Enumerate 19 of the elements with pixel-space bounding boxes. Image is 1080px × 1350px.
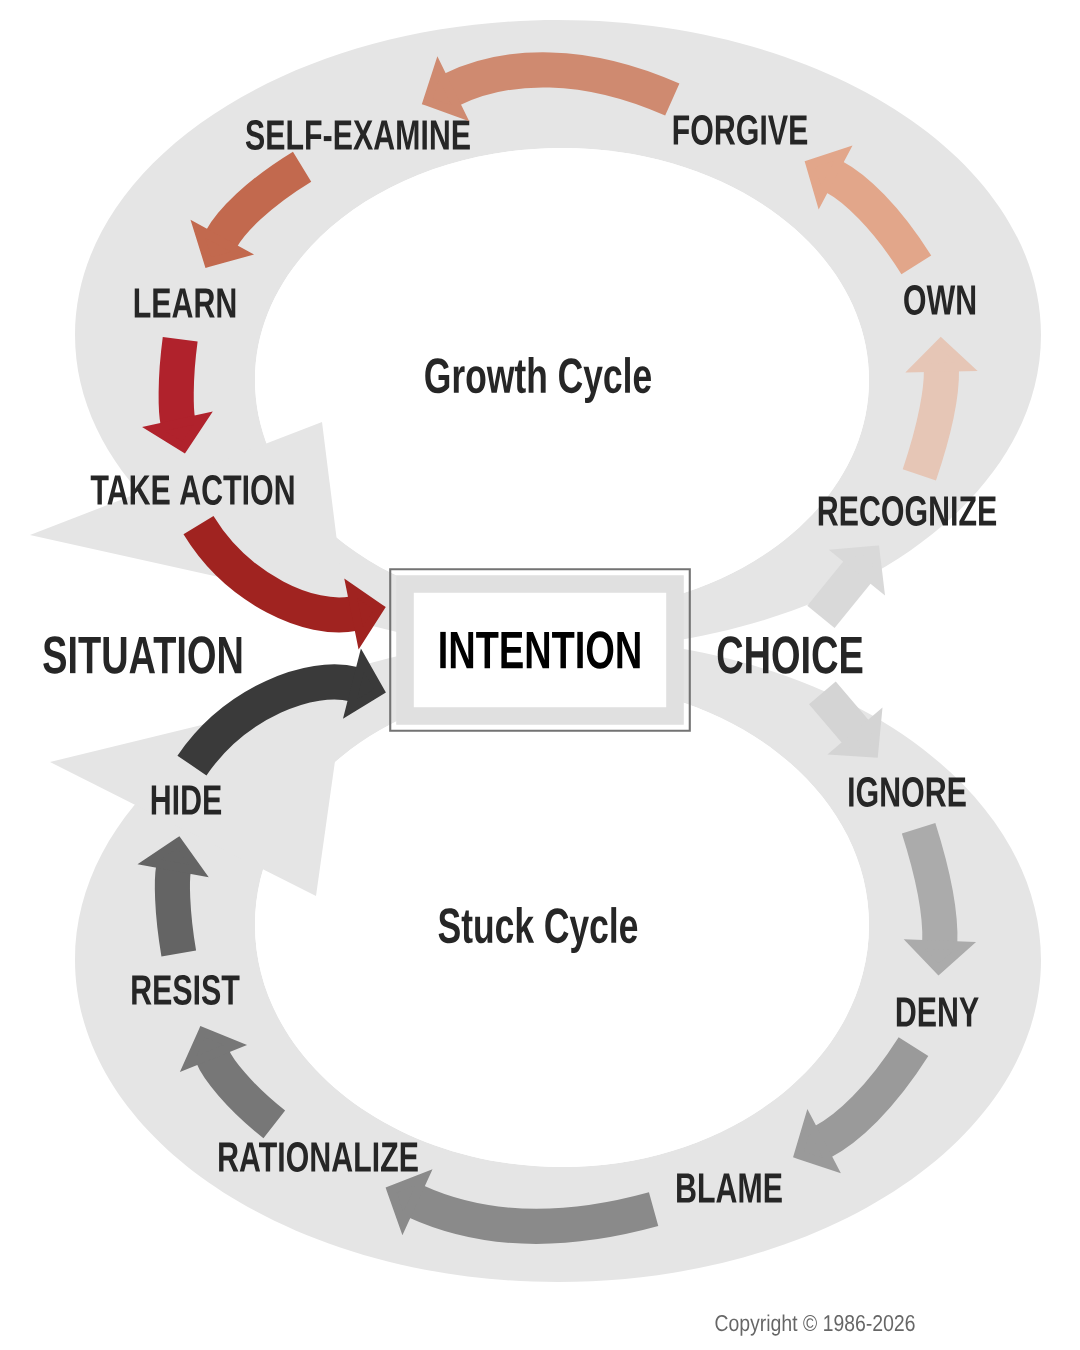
step-label: CHOICE xyxy=(717,636,863,674)
step-label: HIDE xyxy=(151,785,222,815)
step-label: LEARN xyxy=(134,288,236,318)
step-label: TAKE ACTION xyxy=(90,475,294,505)
step-label: FORGIVE xyxy=(673,115,808,145)
step-label: SITUATION xyxy=(43,636,242,674)
step-label: DENY xyxy=(896,997,979,1027)
arrow xyxy=(809,681,883,758)
step-label: RECOGNIZE xyxy=(818,496,997,526)
cycle-title: Growth Cycle xyxy=(425,357,651,403)
cycle-title: Stuck Cycle xyxy=(438,907,638,953)
step-label: OWN xyxy=(904,285,976,315)
step-label: RESIST xyxy=(132,975,240,1005)
step-label: SELF-EXAMINE xyxy=(245,120,470,150)
step-label: IGNORE xyxy=(849,777,966,807)
step-label: BLAME xyxy=(677,1173,782,1203)
intention-box: INTENTION xyxy=(389,568,691,732)
copyright-note: Copyright © 1986-2026 xyxy=(715,1314,915,1336)
step-label: RATIONALIZE xyxy=(219,1142,418,1172)
